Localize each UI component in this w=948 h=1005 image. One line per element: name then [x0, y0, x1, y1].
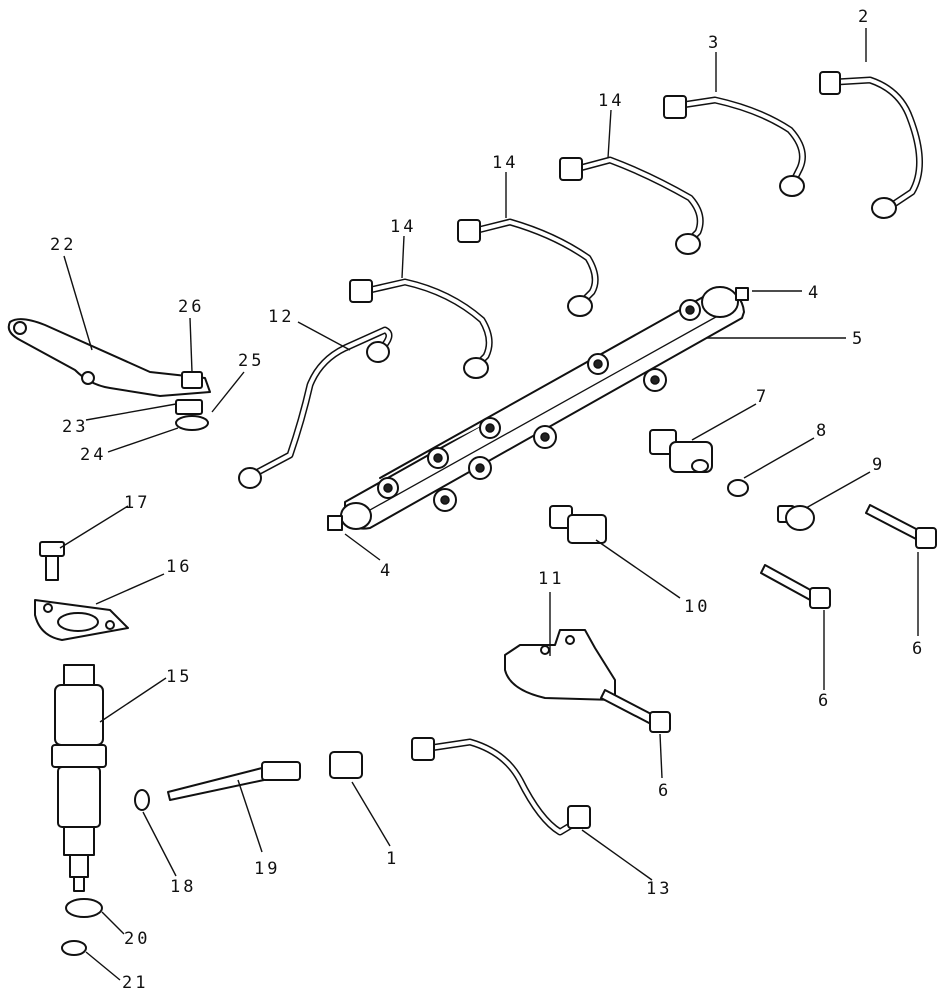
rail-bracket — [504, 629, 616, 701]
callout-11: 11 — [538, 569, 564, 589]
fuel-line-12 — [238, 326, 393, 489]
bolt-6-b — [760, 564, 831, 609]
callout-14-b: 14 — [492, 153, 518, 173]
callout-6-c: 6 — [658, 781, 671, 801]
callout-9: 9 — [872, 455, 885, 475]
callout-7: 7 — [756, 387, 769, 407]
fuel-rail — [327, 286, 749, 531]
callout-20: 20 — [124, 929, 150, 949]
callout-21: 21 — [122, 973, 148, 993]
bolt-6-a — [865, 504, 937, 549]
mounting-bracket — [7, 318, 211, 431]
callout-3: 3 — [708, 33, 721, 53]
fuel-line-3 — [663, 95, 806, 197]
fuel-line-13 — [411, 737, 591, 836]
fuel-line-14-c — [349, 278, 493, 379]
injector-clamp — [34, 599, 129, 641]
callout-4-bottom: 4 — [380, 561, 393, 581]
callout-15: 15 — [166, 667, 192, 687]
callout-12: 12 — [268, 307, 294, 327]
seal-20 — [65, 898, 103, 918]
callout-18: 18 — [170, 877, 196, 897]
callout-2: 2 — [858, 7, 871, 27]
plug-1 — [329, 751, 363, 779]
pressure-relief-valve — [649, 429, 713, 473]
callout-14-a: 14 — [598, 91, 624, 111]
callout-10: 10 — [684, 597, 710, 617]
callout-14-c: 14 — [390, 217, 416, 237]
callout-4-top: 4 — [808, 283, 821, 303]
callout-8: 8 — [816, 421, 829, 441]
callout-17: 17 — [124, 493, 150, 513]
connector-tube — [167, 761, 301, 801]
seal-21 — [61, 940, 87, 956]
callout-6-b: 6 — [818, 691, 831, 711]
callout-26: 26 — [178, 297, 204, 317]
injector — [51, 664, 107, 892]
fitting-9 — [777, 505, 815, 531]
callout-24: 24 — [80, 445, 106, 465]
callout-16: 16 — [166, 557, 192, 577]
callout-6-a: 6 — [912, 639, 925, 659]
callout-25: 25 — [238, 351, 264, 371]
bolt-17 — [39, 541, 65, 581]
leader-lines — [59, 28, 919, 981]
callout-23: 23 — [62, 417, 88, 437]
fuel-line-14-b — [457, 218, 599, 317]
callout-5: 5 — [852, 329, 865, 349]
fuel-line-2 — [819, 71, 924, 219]
bolt-6-c — [600, 689, 671, 733]
callout-19: 19 — [254, 859, 280, 879]
callout-13: 13 — [646, 879, 672, 899]
washer-8 — [727, 479, 749, 497]
callout-22: 22 — [50, 235, 76, 255]
callout-1: 1 — [386, 849, 399, 869]
fuel-line-14-a — [559, 156, 704, 255]
o-ring-18 — [134, 789, 150, 811]
pressure-sensor — [549, 505, 607, 544]
